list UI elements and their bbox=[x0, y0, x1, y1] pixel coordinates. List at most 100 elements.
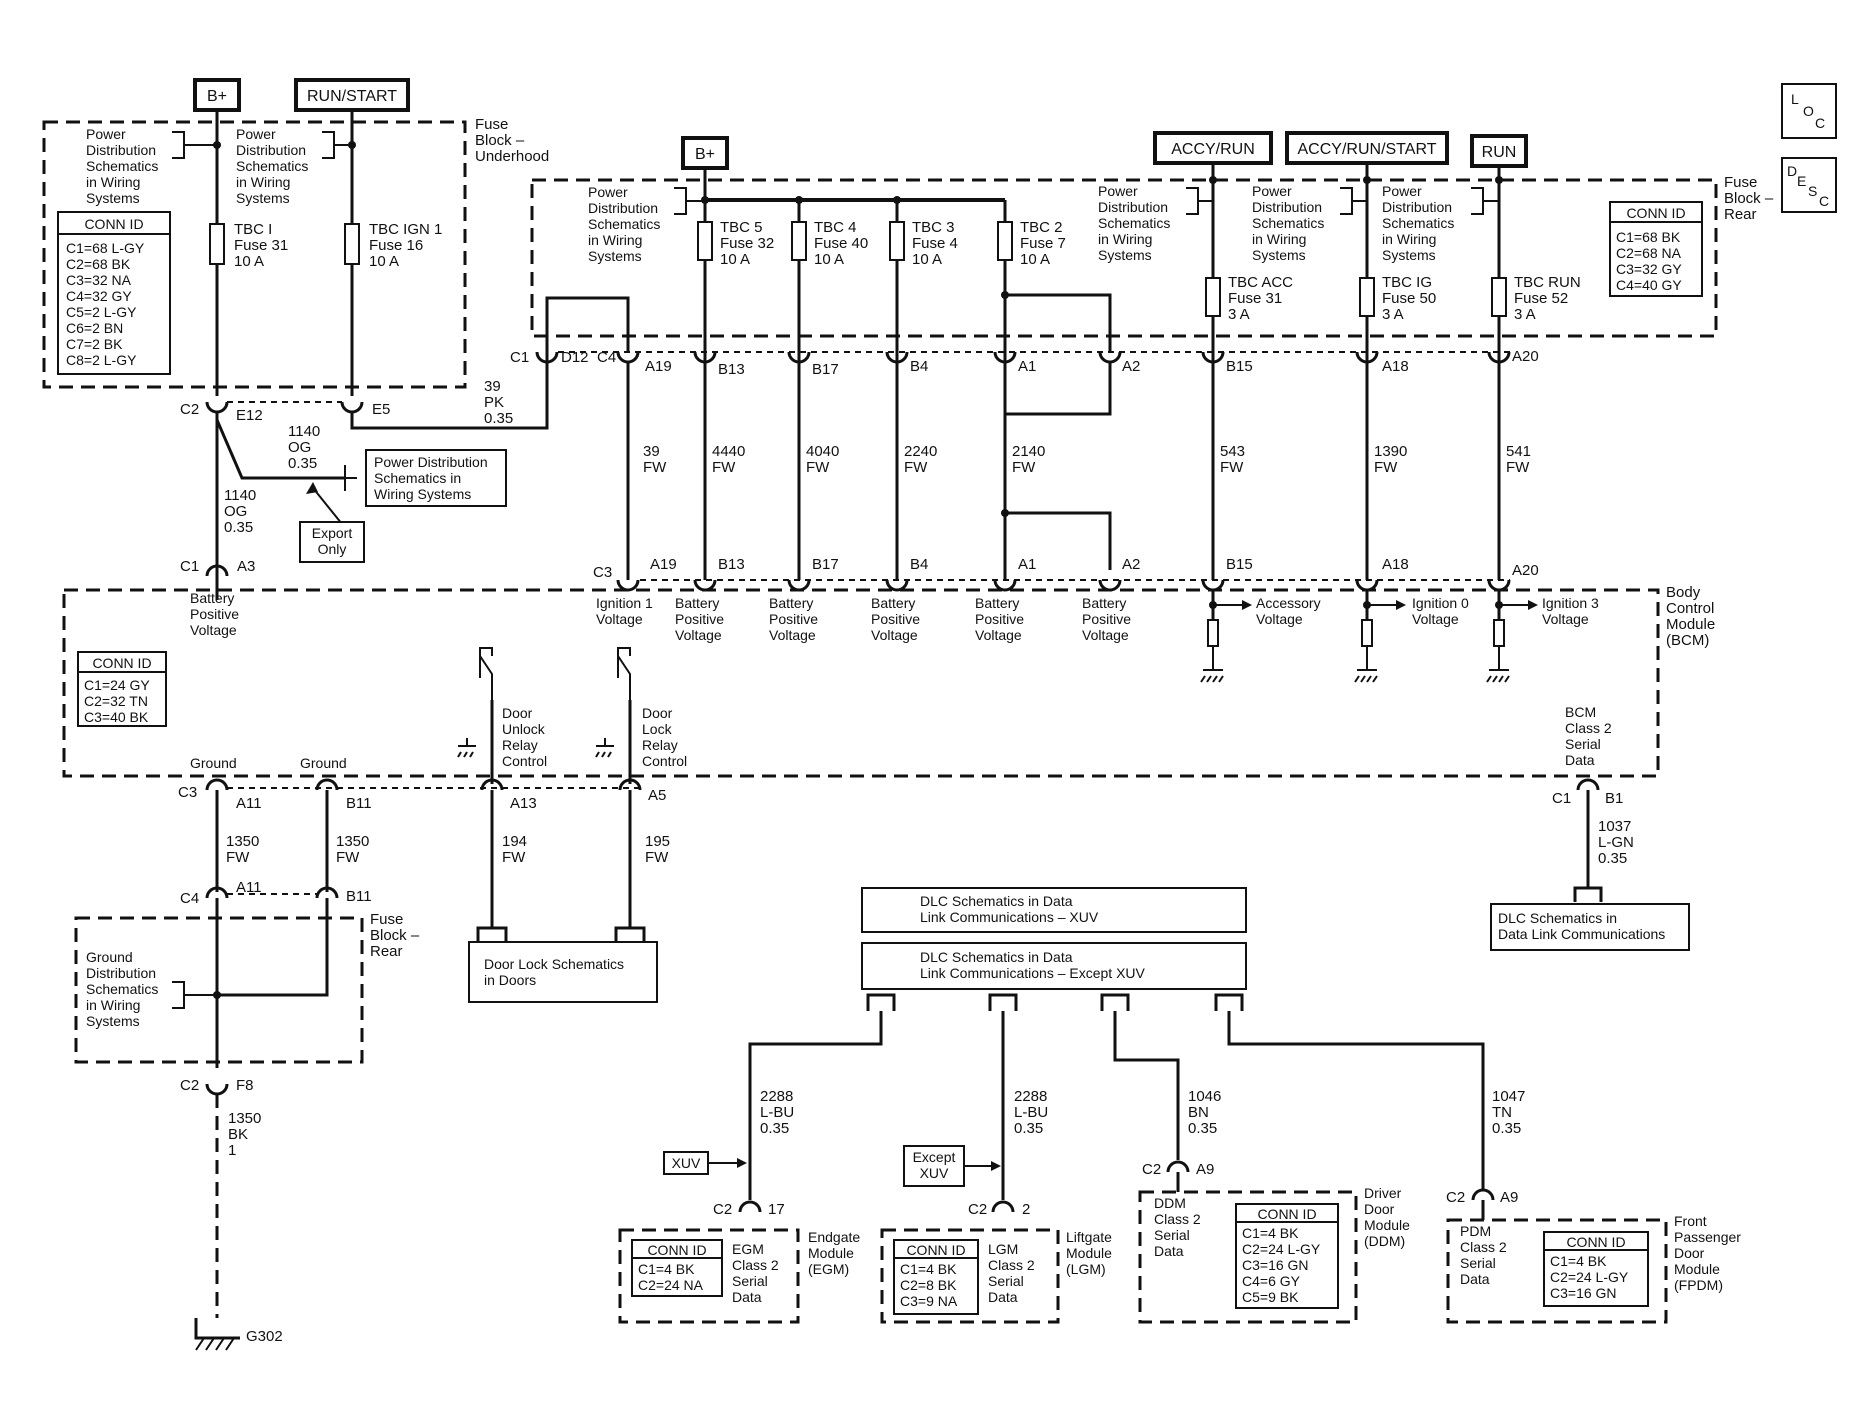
svg-text:Control: Control bbox=[502, 753, 547, 769]
svg-text:FW: FW bbox=[643, 459, 667, 476]
svg-text:Battery: Battery bbox=[190, 590, 234, 606]
svg-text:Voltage: Voltage bbox=[1256, 611, 1303, 627]
fuse-block-rear-lower-label: Fuse Block – Rear bbox=[370, 911, 420, 960]
svg-text:FW: FW bbox=[502, 849, 526, 866]
fuse-block-rear-outline bbox=[530, 178, 1718, 338]
splice-dot bbox=[1363, 176, 1371, 184]
door-unlock-relay-switch-icon bbox=[457, 647, 493, 758]
svg-text:A20: A20 bbox=[1512, 348, 1539, 365]
svg-text:FW: FW bbox=[1374, 459, 1398, 476]
svg-text:C2=24 NA: C2=24 NA bbox=[638, 1277, 704, 1293]
svg-text:Positive: Positive bbox=[769, 611, 818, 627]
svg-text:Driver: Driver bbox=[1364, 1185, 1402, 1201]
svg-text:0.35: 0.35 bbox=[1188, 1120, 1217, 1137]
svg-text:4440: 4440 bbox=[712, 443, 745, 460]
svg-text:FW: FW bbox=[712, 459, 736, 476]
svg-text:B11: B11 bbox=[346, 795, 372, 812]
svg-text:Data: Data bbox=[1154, 1243, 1184, 1259]
svg-text:(FPDM): (FPDM) bbox=[1674, 1277, 1723, 1293]
xuv-tag-label: XUV bbox=[672, 1155, 701, 1171]
svg-text:B13: B13 bbox=[718, 361, 745, 378]
egm-conn-label: C2 bbox=[713, 1201, 732, 1218]
source-accy-run-label: ACCY/RUN bbox=[1171, 141, 1255, 158]
svg-text:Positive: Positive bbox=[190, 606, 239, 622]
fuse-block-underhood-label-2: Block – bbox=[475, 132, 525, 149]
svg-text:CONN ID: CONN ID bbox=[84, 216, 143, 232]
svg-text:Power Distribution: Power Distribution bbox=[374, 454, 488, 470]
svg-text:A3: A3 bbox=[237, 558, 255, 575]
svg-text:Data: Data bbox=[732, 1289, 762, 1305]
pin-label-e12: E12 bbox=[236, 407, 263, 424]
export-arrowhead bbox=[306, 482, 318, 494]
dlc-xuv-line1: DLC Schematics in Data bbox=[920, 893, 1073, 909]
svg-text:FW: FW bbox=[645, 849, 669, 866]
svg-text:0.35: 0.35 bbox=[1492, 1120, 1521, 1137]
svg-text:TBC IGN 1: TBC IGN 1 bbox=[369, 221, 442, 238]
pd-bracket-rear-4 bbox=[1471, 187, 1499, 215]
svg-text:Battery: Battery bbox=[871, 595, 915, 611]
svg-text:(LGM): (LGM) bbox=[1066, 1261, 1106, 1277]
dlc-except-line1: DLC Schematics in Data bbox=[920, 949, 1073, 965]
wire-2288-l-bu-egm bbox=[748, 1011, 883, 1200]
svg-text:Schematics: Schematics bbox=[86, 981, 158, 997]
loc-icon[interactable]: L O C bbox=[1781, 83, 1837, 139]
svg-text:1350: 1350 bbox=[336, 833, 369, 850]
connector-c2-f8 bbox=[205, 1083, 229, 1096]
pin-label-c4-a11: A11 bbox=[236, 879, 262, 896]
connector-bcm-a19 bbox=[616, 579, 640, 592]
svg-text:Schematics: Schematics bbox=[1382, 215, 1454, 231]
svg-text:Voltage: Voltage bbox=[1412, 611, 1459, 627]
connector-bcm-a2 bbox=[1098, 579, 1122, 592]
conn-id-fuse-block-rear: CONN ID C1=68 BK C2=68 NA C3=32 GY C4=40… bbox=[1609, 201, 1703, 297]
svg-text:Power: Power bbox=[1252, 183, 1292, 199]
svg-text:1140: 1140 bbox=[224, 487, 256, 504]
connector-bcm-a11 bbox=[205, 778, 229, 791]
splice-dot bbox=[1209, 176, 1217, 184]
export-only-line2: Only bbox=[318, 541, 347, 557]
dlc-xuv-box[interactable] bbox=[861, 887, 1247, 933]
svg-text:Schematics: Schematics bbox=[1098, 215, 1170, 231]
bcm-class2-label: BCM Class 2 Serial Data bbox=[1565, 704, 1612, 768]
svg-text:C: C bbox=[1815, 115, 1825, 131]
svg-text:EGM: EGM bbox=[732, 1241, 764, 1257]
desc-icon[interactable]: D E S C bbox=[1781, 157, 1837, 213]
door-lock-relay-switch-icon bbox=[595, 647, 631, 758]
svg-text:A19: A19 bbox=[650, 556, 677, 573]
door-lock-box-line1: Door Lock Schematics bbox=[484, 956, 624, 972]
svg-text:Fuse 32: Fuse 32 bbox=[720, 235, 774, 252]
svg-text:3 A: 3 A bbox=[1228, 306, 1250, 323]
door-lock-clip-right bbox=[614, 926, 646, 942]
svg-text:FW: FW bbox=[336, 849, 360, 866]
svg-text:C1=4 BK: C1=4 BK bbox=[900, 1261, 957, 1277]
source-run-label: RUN bbox=[1482, 144, 1517, 161]
wire-2288-lgm-label: 2288 L-BU 0.35 bbox=[1014, 1088, 1048, 1137]
svg-text:Positive: Positive bbox=[675, 611, 724, 627]
svg-text:A2: A2 bbox=[1122, 358, 1140, 375]
pd-bracket bbox=[344, 465, 357, 491]
svg-text:39: 39 bbox=[643, 443, 660, 460]
svg-text:Accessory: Accessory bbox=[1256, 595, 1321, 611]
bcm-ignition1: Ignition 1 Voltage bbox=[596, 595, 653, 627]
door-lock-clip-left bbox=[476, 926, 508, 942]
splice-dot bbox=[1495, 176, 1503, 184]
dlc-right-box[interactable] bbox=[1490, 903, 1690, 951]
dlc-except-xuv-box[interactable] bbox=[861, 942, 1247, 990]
svg-text:Relay: Relay bbox=[502, 737, 538, 753]
fuse-tbc-ign1 bbox=[344, 223, 360, 265]
wire-1047-tn bbox=[1227, 1011, 1485, 1190]
svg-text:Ignition 1: Ignition 1 bbox=[596, 595, 653, 611]
svg-text:Relay: Relay bbox=[642, 737, 678, 753]
door-lock-schematics-box[interactable] bbox=[468, 941, 658, 1003]
connector-d12 bbox=[535, 351, 559, 364]
pd-box[interactable] bbox=[365, 449, 507, 507]
svg-text:Schematics: Schematics bbox=[236, 158, 308, 174]
svg-text:L-BU: L-BU bbox=[760, 1104, 794, 1121]
lgm-outline bbox=[880, 1228, 1060, 1324]
fuse-tbc4: TBC 4 Fuse 40 10 A bbox=[791, 219, 868, 268]
svg-text:C2=8 BK: C2=8 BK bbox=[900, 1277, 957, 1293]
wire-a1-a2-loop-top bbox=[1003, 362, 1112, 416]
export-only-line1: Export bbox=[312, 525, 353, 541]
connector-bcm-a13 bbox=[480, 778, 504, 791]
pin-label-f8: F8 bbox=[236, 1077, 254, 1094]
svg-text:C3=9 NA: C3=9 NA bbox=[900, 1293, 958, 1309]
